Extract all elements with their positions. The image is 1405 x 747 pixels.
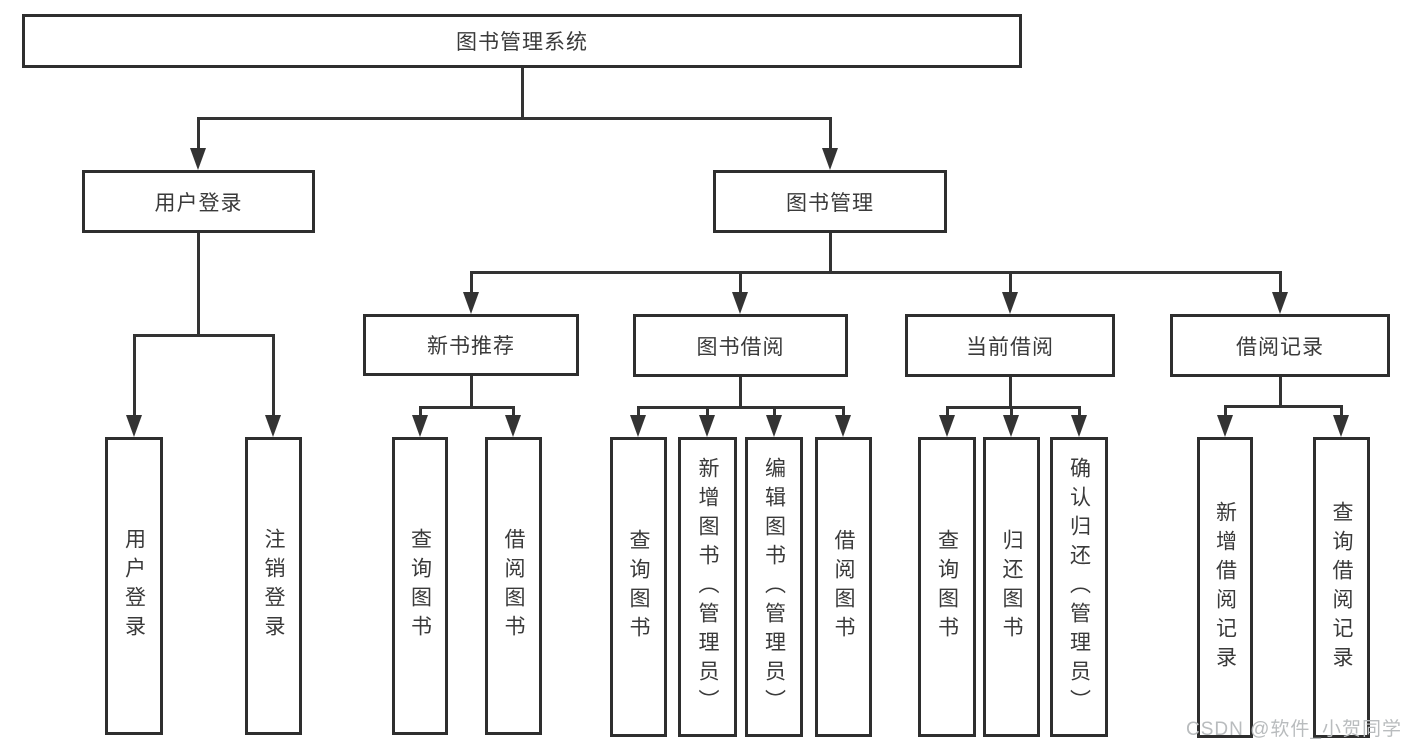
csdn-watermark: CSDN @软件_小贺同学 [1186,719,1402,740]
node-leaf-query-books-bb: 查询图书 [610,437,667,737]
node-label: 注销登录 [262,528,285,644]
connector-line [636,405,845,409]
connector-line [1008,377,1012,407]
connector-line [1077,407,1081,415]
connector-line [1278,377,1282,406]
arrowhead-down-icon [939,415,955,437]
connector-line [738,272,742,292]
connector-line [945,407,949,415]
connector-line [132,335,136,415]
connector-line [828,118,832,148]
connector-line [1008,272,1012,292]
node-label: 确认归还（管理员） [1067,456,1091,718]
connector-line [196,233,200,335]
arrowhead-down-icon [766,415,782,437]
connector-line [738,377,742,407]
arrowhead-down-icon [630,415,646,437]
connector-line [132,333,275,337]
node-label: 新增图书（管理员） [696,456,719,718]
node-user-login: 用户登录 [82,170,315,233]
node-label: 图书管理系统 [456,31,588,54]
node-label: 借阅图书 [832,529,855,645]
connector-line [945,405,1081,409]
connector-line [196,116,832,120]
arrowhead-down-icon [126,415,142,437]
node-leaf-query-books-nb: 查询图书 [392,437,448,735]
connector-line [196,118,200,148]
arrowhead-down-icon [699,415,715,437]
node-label: 查询借阅记录 [1330,500,1353,675]
connector-line [1009,407,1013,415]
node-leaf-add-record: 新增借阅记录 [1197,437,1253,738]
node-leaf-logout: 注销登录 [245,437,302,735]
arrowhead-down-icon [1272,292,1288,314]
arrowhead-down-icon [265,415,281,437]
node-label: 图书管理 [786,191,874,215]
connector-line [469,376,473,407]
node-borrow-records: 借阅记录 [1170,314,1390,377]
arrowhead-down-icon [1002,292,1018,314]
node-label: 查询图书 [408,528,432,644]
connector-line [511,407,515,415]
arrowhead-down-icon [1003,415,1019,437]
arrowhead-down-icon [1217,415,1233,437]
node-book-borrow: 图书借阅 [633,314,848,377]
node-label: 查询图书 [935,529,959,645]
node-leaf-borrow-books-nb: 借阅图书 [485,437,542,735]
node-leaf-return-books: 归还图书 [983,437,1040,737]
connector-line [271,335,275,415]
arrowhead-down-icon [1071,415,1087,437]
node-label: 借阅记录 [1236,335,1324,359]
node-label: 归还图书 [1000,529,1023,645]
connector-line [1278,272,1282,292]
node-label: 图书借阅 [696,335,785,359]
node-system-root: 图书管理系统 [22,14,1022,68]
connector-line [1223,404,1343,408]
node-label: 编辑图书（管理员） [762,456,786,718]
connector-line [469,270,1282,274]
arrowhead-down-icon [190,148,206,170]
node-book-management: 图书管理 [713,170,947,233]
connector-line [636,407,640,415]
arrowhead-down-icon [463,292,479,314]
node-label: 当前借阅 [966,335,1054,359]
connector-line [469,272,473,292]
node-leaf-confirm-return: 确认归还（管理员） [1050,437,1108,737]
connector-line [418,405,515,409]
node-label: 新增借阅记录 [1213,500,1237,675]
arrowhead-down-icon [505,415,521,437]
node-leaf-edit-book-admin: 编辑图书（管理员） [745,437,803,737]
connector-line [418,407,422,415]
connector-line [520,68,524,118]
node-leaf-query-record: 查询借阅记录 [1313,437,1370,738]
connector-line [841,407,845,415]
connector-line [828,233,832,272]
node-label: 新书推荐 [427,335,515,358]
connector-line [705,407,709,415]
arrowhead-down-icon [412,415,428,437]
node-leaf-query-books-cb: 查询图书 [918,437,976,737]
node-current-borrow: 当前借阅 [905,314,1115,377]
connector-line [772,407,776,415]
node-label: 用户登录 [154,191,243,215]
arrowhead-down-icon [732,292,748,314]
arrowhead-down-icon [822,148,838,170]
node-leaf-user-login: 用户登录 [105,437,163,735]
arrowhead-down-icon [835,415,851,437]
arrowhead-down-icon [1333,415,1349,437]
node-label: 用户登录 [122,528,146,644]
connector-line [1339,406,1343,415]
node-leaf-borrow-books-bb: 借阅图书 [815,437,872,737]
connector-line [1223,406,1227,415]
node-new-book-recommend: 新书推荐 [363,314,579,376]
node-leaf-add-book-admin: 新增图书（管理员） [678,437,737,737]
node-label: 查询图书 [627,529,650,645]
node-label: 借阅图书 [502,528,525,644]
